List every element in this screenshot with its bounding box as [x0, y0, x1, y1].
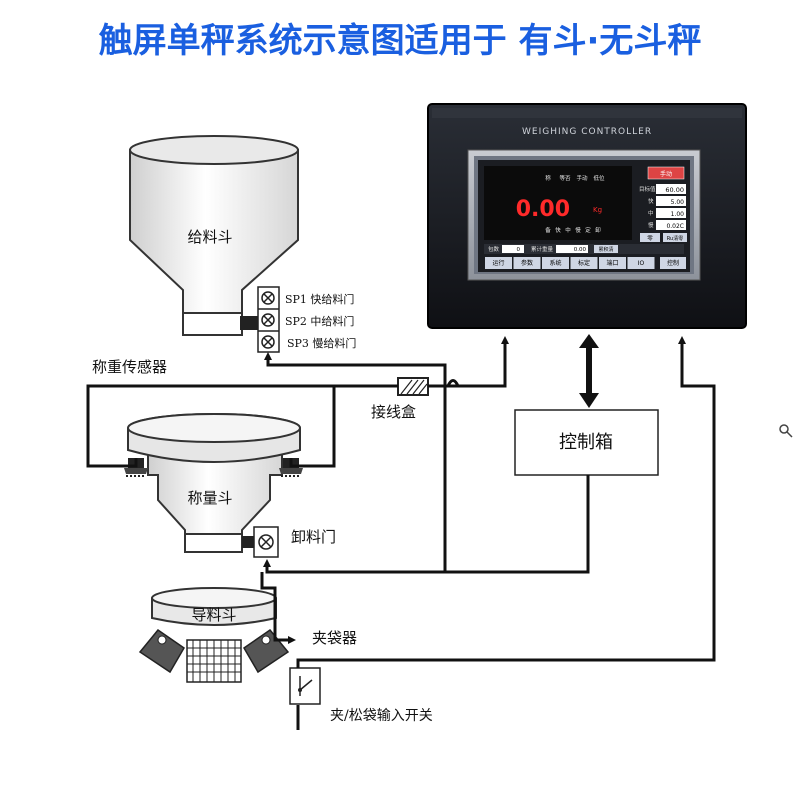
junction-box: 接线盒 — [371, 378, 428, 421]
manual-button-label: 手动 — [660, 170, 672, 178]
wiring — [88, 340, 714, 730]
nav-tab-label: 参数 — [521, 259, 533, 267]
nav-tab-label: 标定 — [578, 259, 590, 267]
slow-label: 慢 — [648, 221, 654, 229]
bag-clamp-label: 夹袋器 — [312, 629, 357, 647]
status-item: 低位 — [593, 174, 605, 182]
status-item: 等否 — [559, 174, 571, 182]
nav-tab-label: IO — [638, 260, 645, 267]
discharge-gate: 卸料门 — [242, 527, 336, 557]
status-item: 称 — [545, 174, 551, 182]
slow-value: 0.02C — [666, 223, 684, 230]
weight-unit: Kg — [593, 206, 602, 214]
controller-brand: WEIGHING CONTROLLER — [522, 127, 652, 137]
status-item: 手动 — [576, 174, 588, 182]
discharge-gate-label: 卸料门 — [291, 528, 336, 546]
load-cell-label: 称重传感器 — [92, 358, 167, 376]
feed-valve-block: SP1 快给料门 SP2 中给料门 SP3 慢给料门 — [240, 287, 356, 352]
sub-status-item: 中 — [565, 226, 571, 234]
tare-button-label: 零 — [647, 235, 653, 242]
total-value: 0.00 — [574, 247, 587, 253]
weight-reading: 0.00 — [516, 197, 570, 222]
sp2-label: SP2 中给料门 — [285, 314, 354, 328]
count-value: 0 — [517, 247, 521, 253]
junction-box-label: 接线盒 — [371, 403, 416, 421]
total-label: 累计重量 — [531, 245, 554, 253]
control-box-label: 控制箱 — [559, 432, 613, 453]
zero-button-label: Ru清零 — [667, 235, 683, 242]
sub-status-item: 快 — [555, 226, 561, 234]
count-field — [502, 245, 524, 253]
guide-hopper: 导料斗 — [140, 588, 288, 682]
sp3-label: SP3 慢给料门 — [287, 336, 356, 350]
sub-status-item: 备 — [545, 226, 551, 234]
clamp-switch: 夹/松袋输入开关 — [290, 668, 433, 724]
nav-tab-label: 端口 — [606, 259, 618, 267]
dt-button-label: 控制 — [667, 259, 679, 267]
fast-value: 5.00 — [671, 199, 685, 206]
weighing-controller: WEIGHING CONTROLLER 称等否手动低位 0.00 Kg 备快中慢… — [428, 104, 746, 328]
nav-tab-label: 系统 — [549, 259, 561, 267]
mid-value: 1.00 — [671, 211, 685, 218]
weigh-hopper-label: 称量斗 — [187, 489, 232, 507]
sub-status-item: 定 — [585, 226, 591, 234]
feed-hopper-label: 给料斗 — [187, 228, 232, 246]
diagram-title: 触屏单秤系统示意图适用于 有斗·无斗秤 — [99, 21, 702, 61]
sub-status-item: 慢 — [575, 226, 581, 234]
sp1-label: SP1 快给料门 — [285, 292, 354, 306]
nav-tab-label: 运行 — [492, 259, 504, 267]
guide-hopper-label: 导料斗 — [191, 606, 236, 624]
count-label: 包数 — [488, 245, 500, 253]
fast-label: 快 — [648, 197, 654, 205]
clamp-switch-label: 夹/松袋输入开关 — [330, 708, 433, 724]
sub-status-item: 卸 — [595, 226, 601, 234]
mid-label: 中 — [648, 209, 654, 217]
zoom-icon[interactable] — [780, 425, 792, 437]
cumulative-clear-label: 累积清 — [598, 246, 613, 253]
control-box: 控制箱 — [515, 410, 658, 475]
controller-link-arrow — [579, 334, 599, 408]
target-value: 60.00 — [665, 186, 684, 194]
target-label: 目标值 — [639, 185, 656, 193]
